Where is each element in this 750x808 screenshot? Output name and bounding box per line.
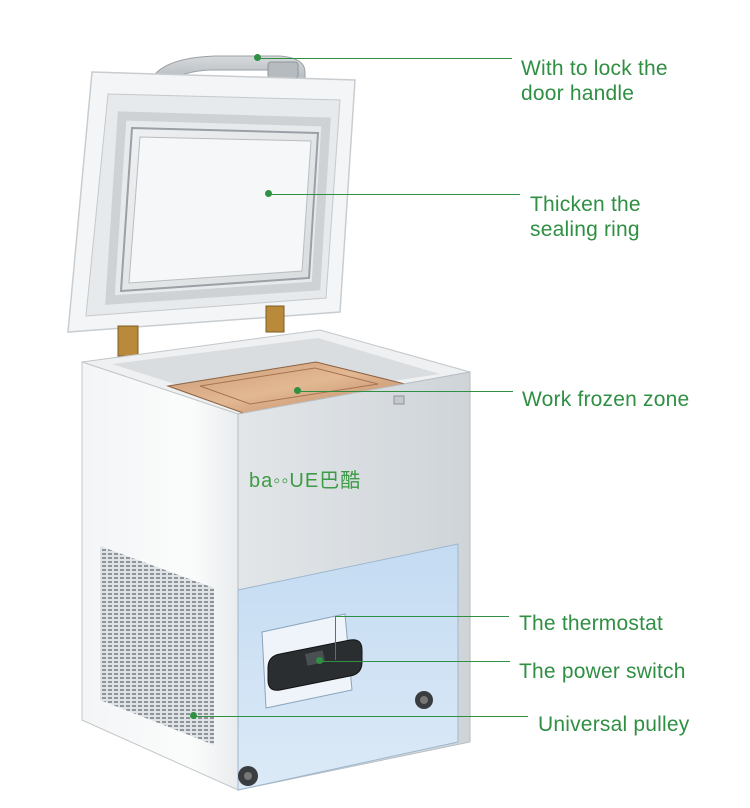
callout-label: Work frozen zone	[522, 388, 690, 411]
callout-dot	[316, 657, 323, 664]
hinge-left	[117, 325, 139, 357]
callout-dot	[265, 190, 272, 197]
brand-logo: ba◦◦UE巴酷	[249, 470, 362, 492]
callout-line	[298, 391, 513, 392]
callout-label: The power switch	[519, 660, 686, 683]
callout-label: The thermostat	[519, 612, 664, 635]
callout-line	[320, 661, 510, 662]
freezer-lid	[67, 55, 356, 357]
callout-label-line1: With to lock the	[521, 57, 668, 80]
callout-line	[258, 58, 512, 59]
callout-dot	[190, 712, 197, 719]
callout-line	[335, 616, 509, 617]
sealing-ring	[105, 111, 331, 305]
thermostat	[267, 639, 363, 691]
callout-label-line2: door handle	[521, 82, 635, 105]
handle-lock	[267, 61, 299, 79]
callout-label-line1: Thicken the	[530, 193, 641, 216]
callout-line	[269, 194, 520, 195]
callout-dot	[254, 54, 261, 61]
callout-label-line2: sealing ring	[530, 218, 640, 241]
callout-label: Universal pulley	[538, 713, 690, 736]
freezer-body	[81, 329, 471, 791]
hinge-right	[265, 305, 285, 333]
callout-line-vertical	[335, 616, 336, 660]
body-lock	[393, 395, 405, 405]
callout-line	[194, 716, 528, 717]
vent-grille	[100, 546, 214, 745]
callout-dot	[294, 387, 301, 394]
